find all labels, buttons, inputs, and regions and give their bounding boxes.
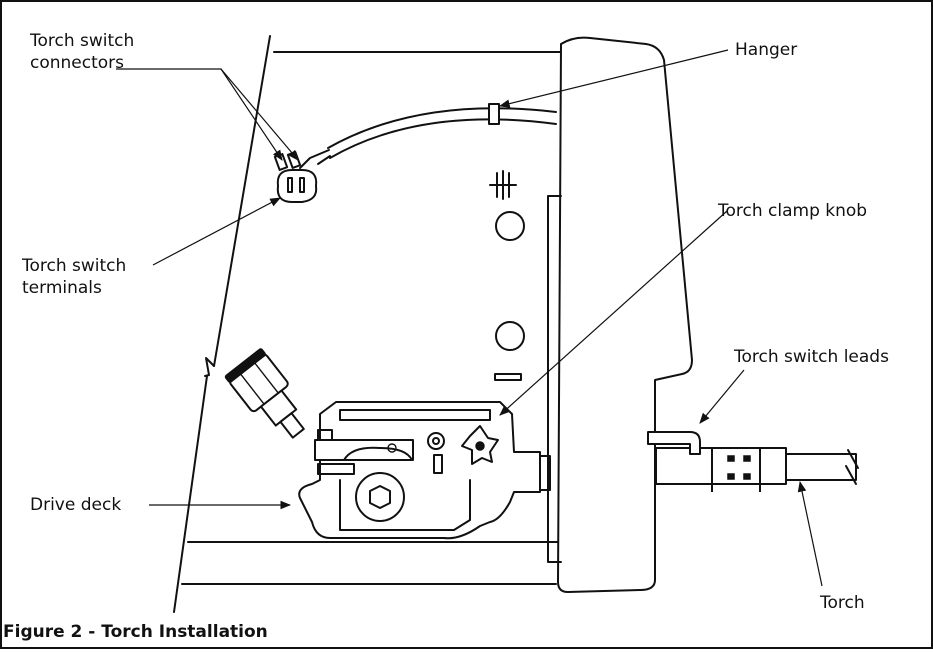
figure-caption: Figure 2 - Torch Installation (3, 622, 268, 642)
drive-deck-assembly (298, 401, 551, 540)
torch-cable (647, 431, 859, 492)
label-torch-switch-connectors: Torch switch connectors (30, 30, 134, 74)
label-line: Torch switch (22, 256, 127, 276)
feeder-side-panel (173, 35, 562, 613)
label-line: Torch switch (30, 31, 135, 51)
label-line: connectors (30, 53, 125, 73)
front-panel (547, 36, 693, 593)
label-torch-switch-leads: Torch switch leads (734, 347, 889, 367)
label-torch-clamp-knob: Torch clamp knob (718, 201, 868, 221)
label-torch: Torch (820, 593, 865, 613)
label-torch-switch-terminals: Torch switch terminals (22, 255, 126, 299)
hanger-clip (488, 103, 500, 125)
label-drive-deck: Drive deck (30, 495, 122, 515)
switch-lead-cable (299, 103, 557, 169)
polarity-symbols (489, 170, 525, 381)
label-hanger: Hanger (735, 40, 798, 60)
tension-knob (224, 348, 305, 439)
label-line: terminals (22, 278, 102, 298)
leader-lines (116, 49, 823, 587)
